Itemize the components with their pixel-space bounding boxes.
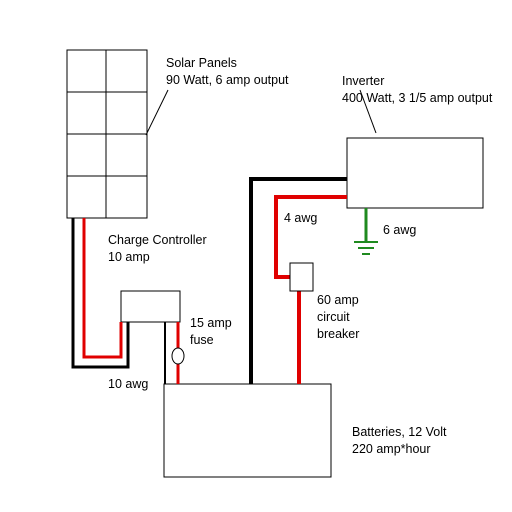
panel-positive-wire: [82, 218, 123, 359]
solar-panel-array: [66, 49, 148, 219]
circuit-breaker-box: [289, 262, 314, 292]
fuse-symbol: [171, 347, 185, 365]
inverter-negative-wire: [249, 177, 347, 384]
charge-controller-label: Charge Controller 10 amp: [108, 232, 207, 266]
inverter-wire-gauge-label: 4 awg: [284, 211, 318, 225]
fuse-label: 15 amp fuse: [190, 315, 232, 349]
charge-controller-spec: 10 amp: [108, 250, 150, 264]
breaker-line-2: circuit: [317, 310, 350, 324]
batteries-label: Batteries, 12 Volt 220 amp*hour: [352, 424, 447, 458]
inverter-positive-wire: [274, 195, 347, 384]
charge-controller-title: Charge Controller: [108, 233, 207, 247]
breaker-label: 60 amp circuit breaker: [317, 292, 359, 343]
solar-panels-label: Solar Panels 90 Watt, 6 amp output: [166, 55, 289, 89]
panel-negative-wire: [71, 218, 130, 369]
inverter-leader-line: [359, 89, 377, 134]
batteries-spec: 220 amp*hour: [352, 442, 431, 456]
breaker-line-1: 60 amp: [317, 293, 359, 307]
solar-panels-title: Solar Panels: [166, 56, 237, 70]
panel-wire-gauge-label: 10 awg: [108, 377, 149, 391]
fuse-line-1: 15 amp: [190, 316, 232, 330]
inverter-box: [346, 137, 484, 209]
solar-panels-leader-line: [145, 89, 169, 136]
ground-symbol: [354, 208, 378, 255]
inverter-spec: 400 Watt, 3 1/5 amp output: [342, 91, 493, 105]
battery-box: [163, 383, 332, 478]
fuse-line-2: fuse: [190, 333, 214, 347]
solar-panels-spec: 90 Watt, 6 amp output: [166, 73, 289, 87]
inverter-title: Inverter: [342, 74, 385, 88]
ground-wire-gauge-label: 6 awg: [383, 223, 417, 237]
batteries-title: Batteries, 12 Volt: [352, 425, 447, 439]
inverter-label: Inverter 400 Watt, 3 1/5 amp output: [342, 73, 492, 107]
charge-controller-box: [120, 290, 181, 323]
breaker-line-3: breaker: [317, 327, 360, 341]
